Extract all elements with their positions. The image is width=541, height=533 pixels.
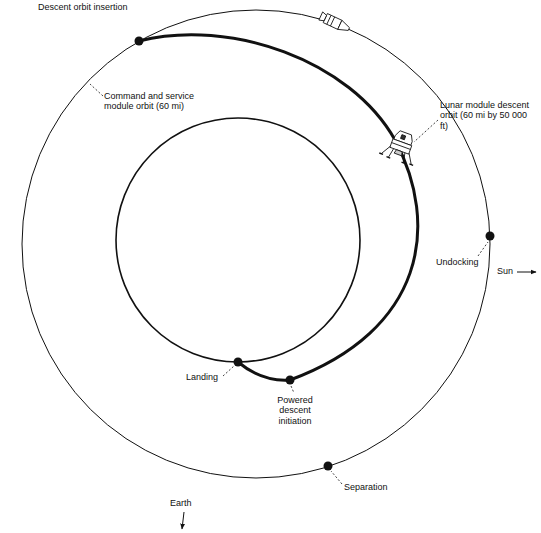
csm-icon [319,11,351,33]
powered-descent-path [238,362,290,380]
callout-label: Sun [497,266,513,276]
callout-label: Landing [186,372,218,382]
csm-orbit [22,10,490,478]
callout-label: Separation [344,482,388,492]
leader-lines [90,84,488,484]
lm-descent-orbit [139,35,418,380]
callout-label: Undocking [436,257,479,267]
moon-surface [116,118,360,362]
callout-label: Command and service module orbit (60 mi) [104,91,222,112]
earth-arrow [182,512,184,529]
callout-label: Earth [170,498,192,508]
sun-arrow [517,272,536,273]
callout-label: Lunar module descent orbit (60 mi by 50 … [440,100,536,131]
callout-label: Descent orbit insertion [38,2,128,12]
lm-icon [379,127,423,167]
callout-label: Powered descent initiation [266,395,324,426]
